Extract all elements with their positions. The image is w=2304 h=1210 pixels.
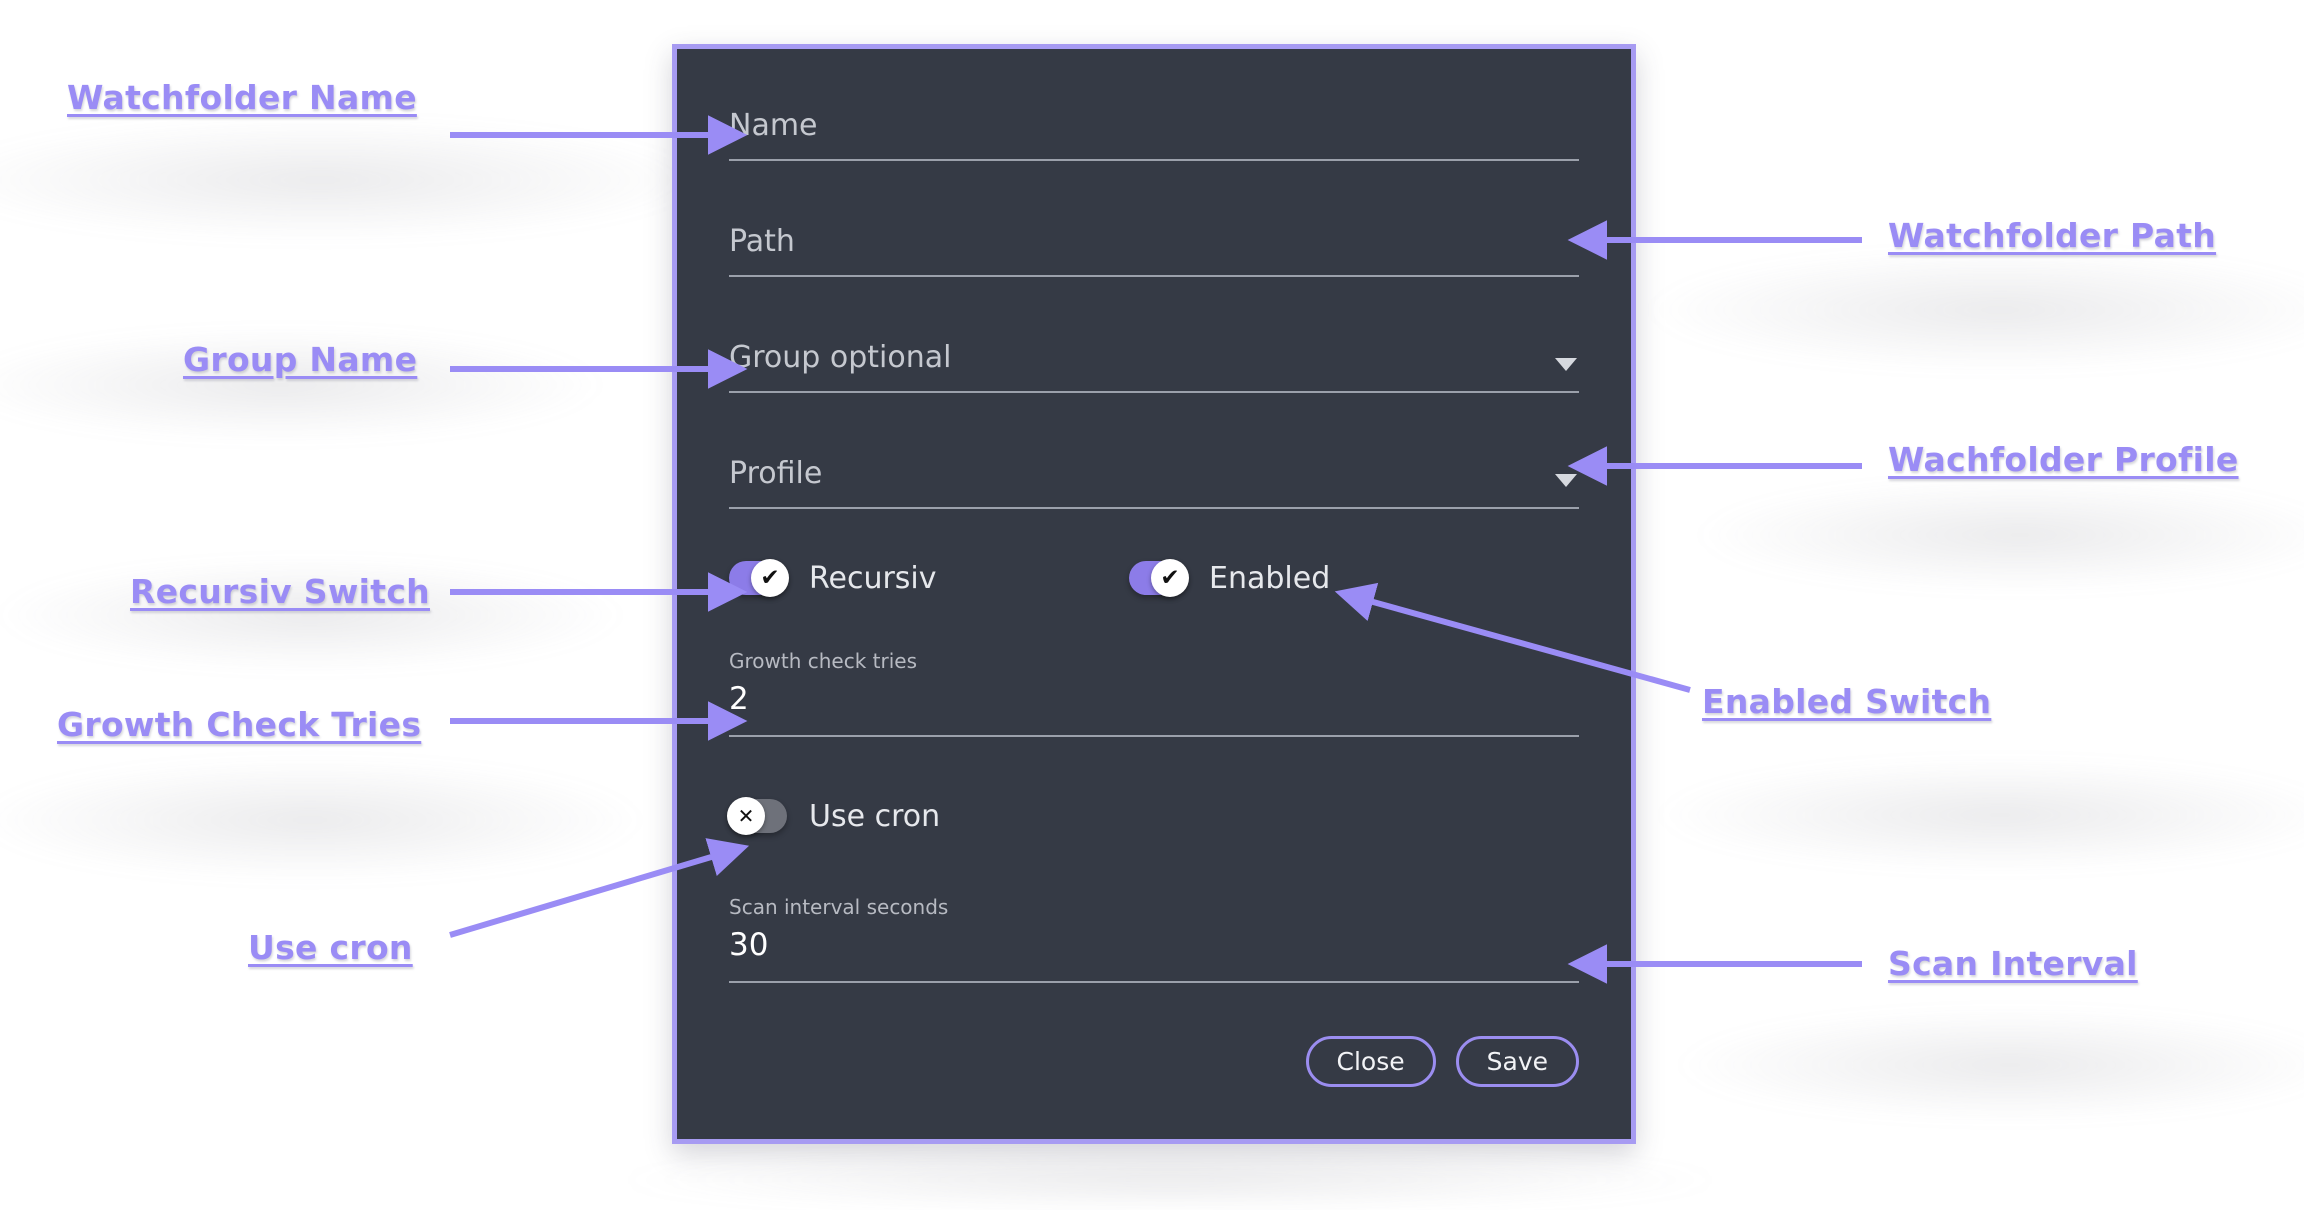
background-shadow-band (1650, 250, 2304, 370)
use-cron-switch[interactable]: ✕ (727, 797, 787, 835)
recursiv-switch-row[interactable]: ✔ Recursiv (729, 551, 937, 605)
annotation-scan-interval: Scan Interval (1888, 944, 2138, 983)
annotation-recursiv-switch: Recursiv Switch (130, 572, 430, 611)
watchfolder-path-field[interactable]: Path (729, 203, 1579, 277)
background-shadow-band (620, 1150, 1720, 1210)
annotation-wachfolder-profile: Wachfolder Profile (1888, 440, 2239, 479)
close-icon: ✕ (727, 797, 765, 835)
watchfolder-name-field[interactable]: Name (729, 87, 1579, 161)
use-cron-switch-label: Use cron (809, 798, 941, 834)
annotation-group-name: Group Name (183, 340, 418, 379)
background-shadow-band (1660, 760, 2304, 870)
enabled-switch-label: Enabled (1209, 560, 1331, 596)
check-icon: ✔ (751, 559, 789, 597)
path-placeholder: Path (729, 224, 795, 259)
scan-interval-value: 30 (729, 927, 769, 963)
growth-check-tries-label: Growth check tries (729, 649, 918, 673)
switch-row-top: ✔ Recursiv ✔ Enabled (729, 551, 1579, 605)
annotation-watchfolder-path: Watchfolder Path (1888, 216, 2217, 255)
background-shadow-band (0, 120, 700, 240)
recursiv-switch[interactable]: ✔ (729, 559, 789, 597)
use-cron-switch-row[interactable]: ✕ Use cron (727, 789, 1579, 843)
annotation-enabled-switch: Enabled Switch (1702, 682, 1992, 721)
group-placeholder: Group optional (729, 340, 952, 375)
dialog-button-row: Close Save (1305, 1035, 1579, 1087)
profile-placeholder: Profile (729, 456, 823, 491)
recursiv-switch-label: Recursiv (809, 560, 937, 596)
check-icon: ✔ (1151, 559, 1189, 597)
watchfolder-dialog: Name Path Group optional Profile ✔ Recur… (672, 44, 1636, 1144)
close-button[interactable]: Close (1305, 1035, 1436, 1087)
background-shadow-band (1680, 1010, 2304, 1120)
background-shadow-band (1700, 480, 2304, 590)
annotation-growth-check-tries: Growth Check Tries (57, 705, 422, 744)
scan-interval-seconds-field[interactable]: Scan interval seconds 30 (729, 895, 1579, 983)
scan-interval-label: Scan interval seconds (729, 895, 949, 919)
annotation-watchfolder-name: Watchfolder Name (67, 78, 417, 117)
chevron-down-icon (1555, 358, 1577, 371)
annotation-use-cron: Use cron (248, 928, 413, 967)
background-shadow-band (0, 760, 640, 880)
growth-check-tries-value: 2 (729, 681, 749, 717)
enabled-switch-row[interactable]: ✔ Enabled (1129, 551, 1330, 605)
save-button[interactable]: Save (1455, 1035, 1579, 1087)
enabled-switch[interactable]: ✔ (1129, 559, 1189, 597)
name-placeholder: Name (729, 108, 818, 143)
profile-select[interactable]: Profile (729, 435, 1579, 509)
group-select[interactable]: Group optional (729, 319, 1579, 393)
chevron-down-icon (1555, 474, 1577, 487)
growth-check-tries-field[interactable]: Growth check tries 2 (729, 649, 1579, 737)
